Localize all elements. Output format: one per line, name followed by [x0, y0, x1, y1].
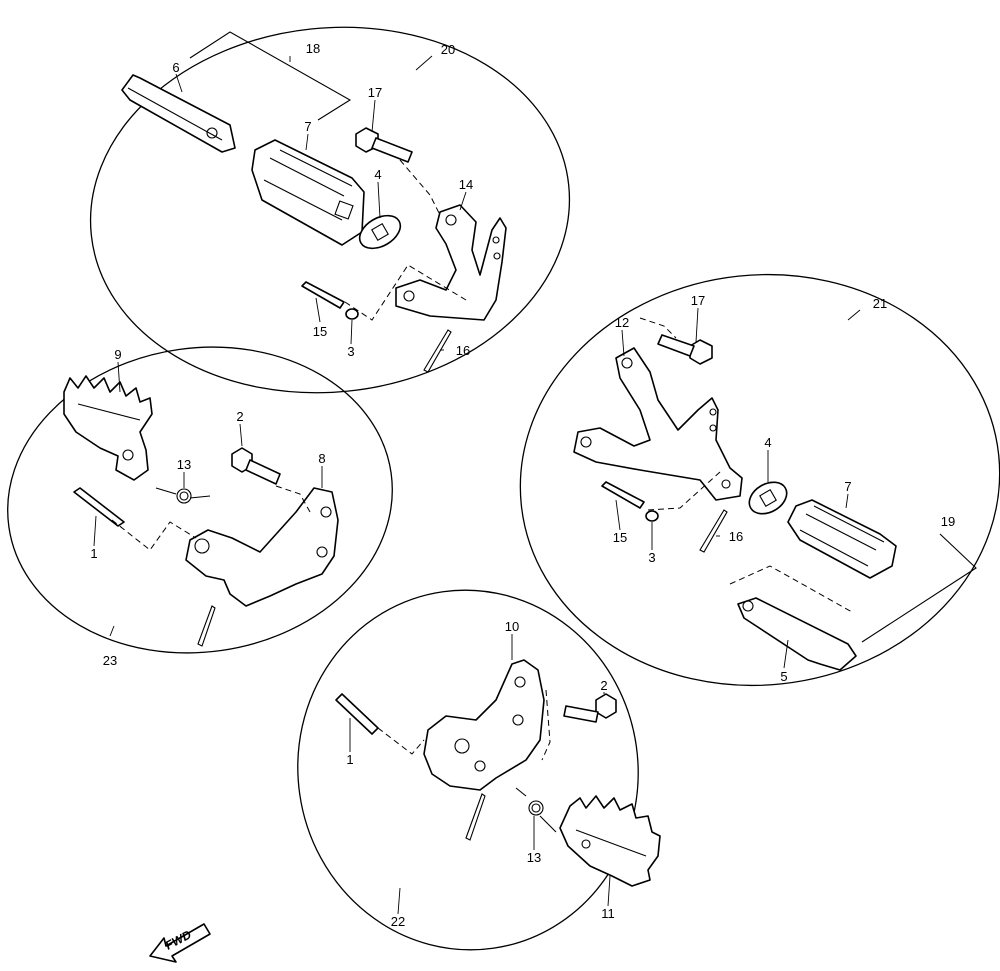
assembly-line-23a	[111, 519, 197, 551]
callout-1a: 1	[90, 546, 97, 561]
assembly-line-20b	[344, 264, 467, 321]
peg-bracket-10	[423, 659, 545, 791]
callout-8: 8	[318, 451, 325, 466]
callout-22: 22	[391, 914, 405, 929]
callout-4a: 4	[374, 167, 381, 182]
group-20-outline	[89, 26, 571, 394]
footrest-bracket-12	[573, 347, 743, 501]
callout-16b: 16	[729, 529, 743, 544]
bracket-19-outline	[861, 533, 977, 643]
bracket-18-outline	[189, 31, 352, 121]
pin-15b	[601, 481, 645, 509]
callout-7b: 7	[844, 479, 851, 494]
washer-4b	[748, 481, 788, 515]
callout-13b: 13	[527, 850, 541, 865]
callout-4b: 4	[764, 435, 771, 450]
spring-13b	[515, 787, 557, 833]
footrest-arm-6	[121, 74, 236, 153]
peg-bracket-8	[185, 487, 339, 607]
callout-20: 20	[441, 42, 455, 57]
callout-3b: 3	[648, 550, 655, 565]
bolt-17b	[657, 334, 713, 365]
callout-16a: 16	[456, 343, 470, 358]
callout-15a: 15	[313, 324, 327, 339]
callout-15b: 15	[613, 530, 627, 545]
assembly-line-21c	[647, 471, 721, 511]
callout-9: 9	[114, 347, 121, 362]
group-23-outline	[7, 346, 393, 654]
callout-23: 23	[103, 653, 117, 668]
callout-10: 10	[505, 619, 519, 634]
callout-5: 5	[780, 669, 787, 684]
callout-13a: 13	[177, 457, 191, 472]
callout-19: 19	[941, 514, 955, 529]
callout-2b: 2	[600, 678, 607, 693]
cotter-pin-16a	[423, 329, 452, 373]
footpeg-rubber-7a	[251, 139, 365, 246]
callout-11: 11	[601, 906, 615, 921]
washer-3b	[645, 510, 659, 522]
bolt-17a	[355, 127, 413, 163]
callout-1b: 1	[346, 752, 353, 767]
footrest-bracket-14	[395, 204, 507, 321]
callout-17a: 17	[368, 85, 382, 100]
callout-14: 14	[459, 177, 473, 192]
fwd-arrow-icon: FWD	[149, 923, 211, 963]
off-road-peg-11	[559, 795, 661, 887]
leader-lines	[93, 55, 861, 915]
callout-17b: 17	[691, 293, 705, 308]
footpeg-rubber-7b	[787, 499, 897, 579]
off-road-peg-9	[63, 375, 153, 481]
callout-3a: 3	[347, 344, 354, 359]
spring-13a	[155, 487, 211, 504]
washer-4a	[358, 214, 402, 250]
pin-1a	[73, 487, 125, 527]
callout-7a: 7	[304, 119, 311, 134]
assembly-line-22a	[377, 727, 425, 755]
group-21-outline	[519, 273, 1000, 687]
cotter-pin-16b	[699, 509, 728, 553]
assembly-line-21a	[639, 317, 677, 339]
assembly-line-21b	[729, 565, 853, 613]
pin-15a	[301, 281, 345, 309]
callout-2a: 2	[236, 409, 243, 424]
assembly-line-23b	[275, 485, 311, 513]
cotter-pin-22	[465, 793, 486, 841]
group-22-outline	[297, 589, 639, 951]
assembly-line-22b	[541, 689, 551, 761]
washer-3a	[345, 308, 359, 320]
callout-6: 6	[172, 60, 179, 75]
callout-12: 12	[615, 315, 629, 330]
callout-18: 18	[306, 41, 320, 56]
cotter-pin-23	[197, 605, 216, 647]
footrest-arm-5	[737, 597, 857, 671]
assembly-line-20a	[399, 159, 441, 216]
bolt-2b	[563, 693, 617, 723]
callout-21: 21	[873, 296, 887, 311]
pin-1b	[335, 693, 379, 735]
bolt-2a	[231, 447, 281, 485]
